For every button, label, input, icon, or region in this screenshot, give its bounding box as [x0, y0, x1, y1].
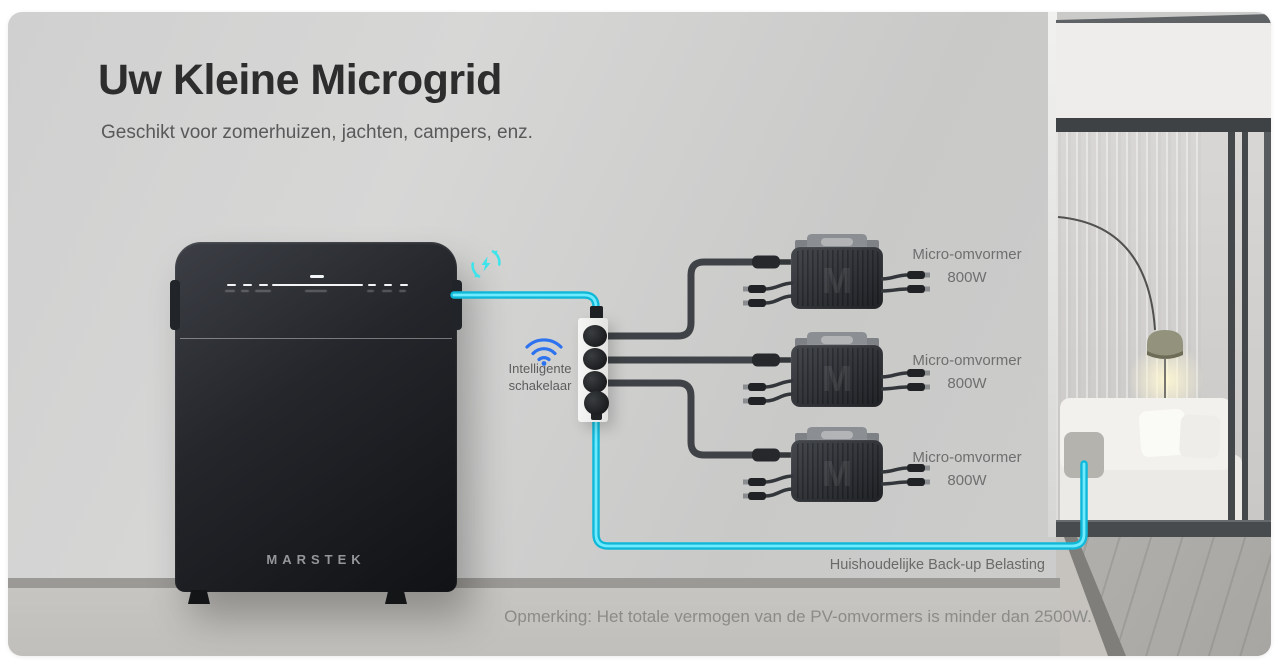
window-mullion	[1242, 132, 1248, 520]
micro-inverter-3: M	[743, 427, 930, 503]
wifi-icon	[525, 338, 563, 366]
page-title: Uw Kleine Microgrid	[98, 56, 502, 104]
backup-load-label: Huishoudelijke Back-up Belasting	[829, 557, 1045, 573]
page-subtitle: Geschikt voor zomerhuizen, jachten, camp…	[101, 122, 533, 143]
battery-panel-seam	[180, 338, 452, 339]
micro-inverter-2: M	[743, 332, 930, 408]
plug-1	[583, 325, 607, 347]
hero-card: Uw Kleine Microgrid Geschikt voor zomerh…	[8, 12, 1271, 656]
battery-brand-logo: MARSTEK	[266, 552, 366, 567]
wall-corner	[1048, 12, 1057, 537]
ac-cable-inverter-1	[590, 258, 760, 340]
micro-inverter-1: M	[743, 234, 930, 310]
strip-inlet-connector	[590, 306, 603, 319]
concrete-floor	[8, 588, 1060, 656]
plug-3	[583, 371, 607, 393]
battery-handle-right	[452, 280, 462, 330]
roof-edge	[1056, 14, 1271, 25]
patio-deck	[1056, 537, 1271, 656]
wall-floor-shadow	[8, 578, 1060, 588]
note-text: Opmerking: Het totale vermogen van de PV…	[504, 607, 1092, 626]
house-scene	[1048, 12, 1271, 656]
battery-unit: MARSTEK	[170, 242, 462, 604]
plug-2	[583, 348, 607, 370]
battery-foot	[385, 590, 407, 604]
inverter-logo-m: M	[822, 358, 852, 399]
inverter-3-label: Micro-omvormer 800W	[912, 449, 1022, 489]
ac-cable-inverter-3	[590, 379, 760, 459]
house-facade-wall	[1056, 23, 1271, 118]
sofa-pillow	[1178, 413, 1222, 460]
sofa-pillow	[1064, 432, 1104, 478]
glass-door	[1056, 132, 1271, 520]
battery-foot	[188, 590, 210, 604]
inverter-2-label: Micro-omvormer 800W	[912, 352, 1022, 392]
window-frame-top	[1056, 118, 1271, 132]
inverter-logo-m: M	[822, 260, 852, 301]
plug-4	[584, 391, 609, 415]
window-frame-right	[1264, 132, 1271, 520]
door-sill	[1056, 520, 1271, 537]
inverter-1-label: Micro-omvormer 800W	[912, 246, 1022, 286]
battery-handle-left	[170, 280, 180, 330]
smart-switch-label: Intelligente schakelaar	[508, 361, 572, 393]
battery-to-switch-cable	[450, 291, 600, 319]
inverter-logo-m: M	[822, 453, 852, 494]
sync-bolt-icon	[471, 250, 501, 278]
arc-lamp	[1057, 216, 1183, 359]
window-mullion	[1228, 132, 1235, 520]
